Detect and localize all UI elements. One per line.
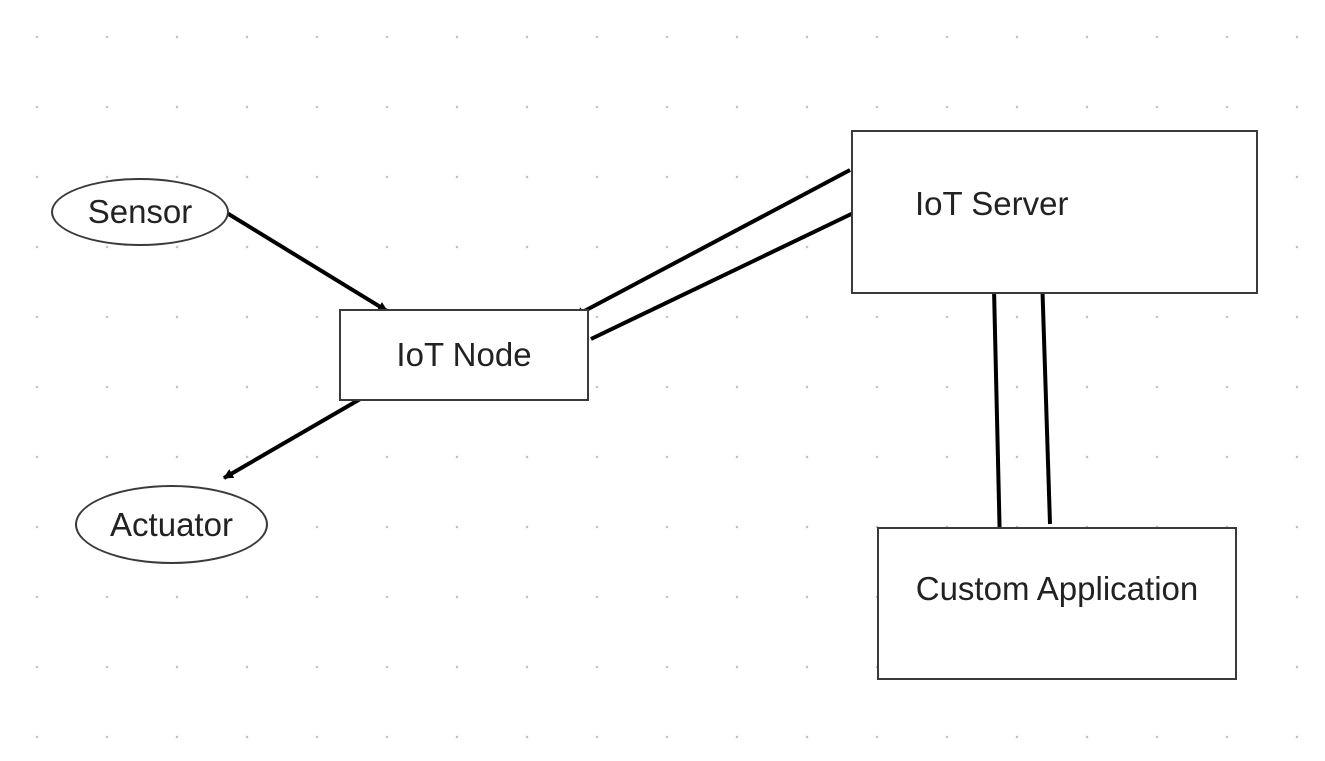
edge-custom-app-to-iot-server[interactable] [1037, 275, 1052, 525]
actuator-node[interactable]: Actuator [75, 485, 268, 564]
edge-iot-server-to-custom-app[interactable] [992, 288, 1005, 547]
edge-iot-node-to-iot-server[interactable] [590, 204, 869, 341]
actuator-label: Actuator [110, 505, 233, 543]
iot-server-label: IoT Server [915, 185, 1069, 222]
sensor-node[interactable]: Sensor [51, 178, 229, 246]
custom-application-box[interactable]: Custom Application [877, 527, 1237, 680]
edge-iot-node-to-actuator[interactable] [222, 396, 364, 480]
edge-iot-server-to-iot-node[interactable] [574, 168, 851, 318]
custom-application-label: Custom Application [915, 569, 1199, 607]
iot-server-box[interactable]: IoT Server [851, 130, 1258, 294]
edge-sensor-to-iot-node[interactable] [220, 208, 389, 313]
iot-node-box[interactable]: IoT Node [339, 309, 589, 401]
sensor-label: Sensor [87, 193, 193, 230]
iot-node-label: IoT Node [396, 336, 532, 373]
